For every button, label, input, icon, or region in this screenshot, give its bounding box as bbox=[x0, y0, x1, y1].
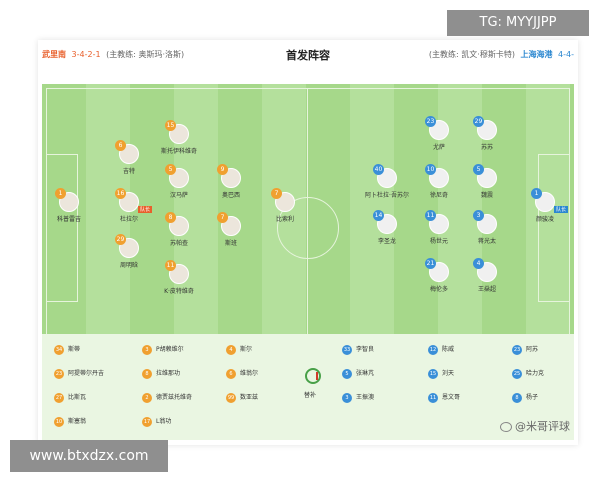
home-player[interactable]: 11 K·皮特维奇 bbox=[164, 260, 194, 295]
home-player[interactable]: 8 苏帕查 bbox=[154, 212, 204, 247]
weibo-credit: @米哥评球 bbox=[500, 418, 570, 434]
away-team-name[interactable]: 上海海港 bbox=[520, 50, 553, 59]
home-player[interactable]: 7 比索利 bbox=[260, 188, 310, 223]
home-player[interactable]: 1 科普雷吉 bbox=[55, 188, 81, 223]
pitch: 1 科普雷吉 6 吉特 16 杜拉尔 队长 29 周明晗 15 斯托伊科维奇 5… bbox=[42, 84, 574, 372]
watermark-top: TG: MYYJJPP bbox=[447, 10, 589, 36]
away-player[interactable]: 1 颜骏凌 队长 bbox=[520, 188, 570, 223]
away-team-info: (主教练: 凯文·穆斯卡特) 上海海港 4-4- bbox=[426, 49, 574, 60]
away-player[interactable]: 5 魏震 bbox=[462, 164, 512, 199]
away-player[interactable]: 3 蒋光太 bbox=[462, 210, 512, 245]
lineup-card: 武里南 3-4-2-1 (主教练: 奥斯玛·洛斯) 首发阵容 (主教练: 凯文·… bbox=[38, 40, 578, 445]
away-player[interactable]: 10 徐尼奇 bbox=[425, 164, 449, 199]
away-player[interactable]: 14 李圣龙 bbox=[373, 210, 397, 245]
away-player[interactable]: 11 杨世元 bbox=[425, 210, 449, 245]
home-player[interactable]: 29 周明晗 bbox=[115, 234, 139, 269]
home-coach: (主教练: 奥斯玛·洛斯) bbox=[106, 50, 185, 59]
home-player[interactable]: 5 汉马萨 bbox=[154, 164, 204, 199]
home-player[interactable]: 16 杜拉尔 队长 bbox=[115, 188, 153, 223]
away-coach: (主教练: 凯文·穆斯卡特) bbox=[428, 50, 515, 59]
away-player[interactable]: 21 梅伦多 bbox=[425, 258, 449, 293]
home-player[interactable]: 7 斯班 bbox=[206, 212, 256, 247]
home-team-name[interactable]: 武里南 bbox=[42, 50, 66, 59]
away-player[interactable]: 40 阿卜杜拉·吾苏尔 bbox=[365, 164, 409, 199]
away-player[interactable]: 4 王燊超 bbox=[462, 258, 512, 293]
left-penalty-box bbox=[46, 154, 78, 302]
captain-badge: 队长 bbox=[138, 206, 153, 213]
captain-badge: 队长 bbox=[554, 206, 569, 213]
home-player[interactable]: 15 斯托伊科维奇 bbox=[160, 120, 197, 155]
watermark-bottom: www.btxdzx.com bbox=[10, 440, 168, 472]
home-player[interactable]: 6 吉特 bbox=[104, 140, 154, 175]
weibo-icon bbox=[500, 422, 512, 432]
page-title: 首发阵容 bbox=[286, 49, 330, 62]
center-circle bbox=[277, 197, 339, 259]
lineup-header: 武里南 3-4-2-1 (主教练: 奥斯玛·洛斯) 首发阵容 (主教练: 凯文·… bbox=[38, 40, 578, 68]
away-formation: 4-4- bbox=[558, 50, 574, 59]
home-formation: 3-4-2-1 bbox=[71, 50, 101, 59]
substitutes-label: 替补 bbox=[304, 392, 317, 399]
home-player[interactable]: 9 奥巴西 bbox=[206, 164, 256, 199]
home-team-info: 武里南 3-4-2-1 (主教练: 奥斯玛·洛斯) bbox=[42, 49, 187, 60]
away-player[interactable]: 23 尤萨 bbox=[414, 116, 464, 151]
right-penalty-box bbox=[538, 154, 570, 302]
substitution-icon bbox=[305, 368, 321, 384]
away-player[interactable]: 29 苏苏 bbox=[462, 116, 512, 151]
